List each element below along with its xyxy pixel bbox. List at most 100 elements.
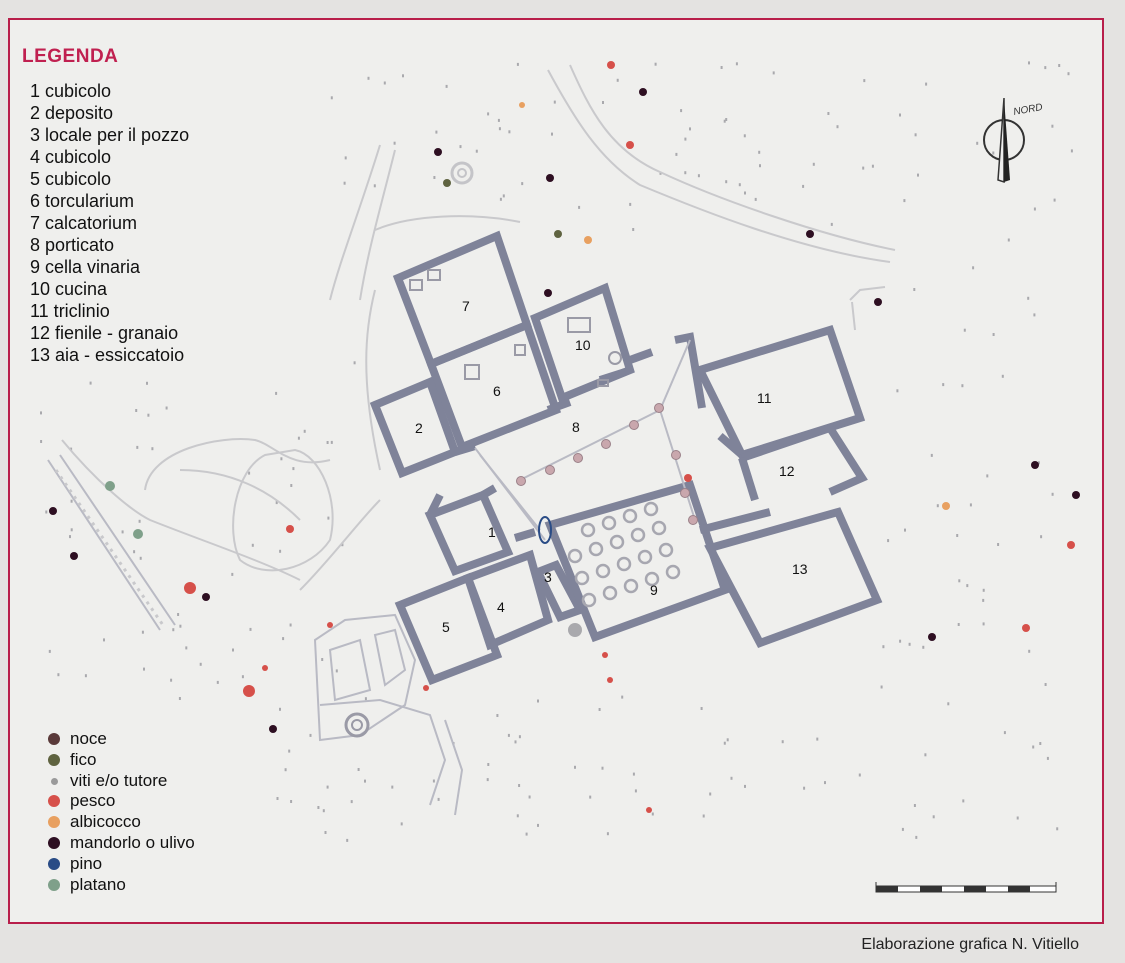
vine-mark: [330, 96, 333, 100]
room-number: 2: [415, 420, 423, 436]
vine-mark: [433, 176, 436, 179]
vine-mark: [553, 100, 556, 104]
vine-mark: [1044, 683, 1047, 686]
vine-mark: [133, 550, 136, 554]
vine-mark: [1056, 827, 1059, 831]
vine-mark: [141, 630, 144, 634]
vine-mark: [743, 134, 746, 138]
tree-legend-label: albicocco: [70, 812, 141, 832]
tree-marker: [105, 481, 115, 491]
vine-marks: [40, 61, 1073, 842]
vine-mark: [437, 797, 440, 801]
vine-mark: [1028, 649, 1031, 653]
vine-mark: [383, 81, 386, 85]
room-legend-item: 3 locale per il pozzo: [30, 125, 190, 145]
tree-legend-label: viti e/o tutore: [70, 770, 168, 790]
vine-mark: [48, 649, 51, 653]
column-marker: [601, 439, 611, 449]
vine-mark: [69, 535, 71, 539]
vine-mark: [735, 62, 738, 66]
vine-mark: [914, 133, 917, 137]
vine-mark: [578, 205, 581, 209]
tree-dot-icon: [48, 795, 60, 808]
vine-mark: [249, 627, 252, 631]
vine-mark: [882, 645, 885, 649]
graphic-credit: Elaborazione grafica N. Vitiello: [861, 936, 1079, 953]
vine-mark: [216, 680, 219, 684]
vine-mark: [802, 184, 805, 188]
vine-mark: [730, 776, 733, 780]
vine-mark: [317, 806, 320, 809]
vine-mark: [89, 381, 92, 385]
vine-mark: [459, 145, 462, 149]
dolium-marker: [616, 556, 632, 572]
vine-mark: [720, 66, 723, 69]
vine-mark: [326, 441, 329, 444]
vine-mark: [143, 667, 145, 671]
vine-mark: [537, 699, 539, 703]
vine-mark: [303, 429, 306, 433]
room-legend-item: 9 cella vinaria: [30, 257, 141, 277]
vine-mark: [280, 457, 283, 461]
tree-marker: [1072, 491, 1080, 499]
dolium-marker: [623, 578, 639, 594]
vine-mark: [700, 707, 703, 710]
vine-mark: [151, 447, 154, 451]
vine-mark: [350, 800, 353, 804]
dolium-marker: [630, 527, 646, 543]
vine-mark: [1032, 745, 1035, 749]
column-marker: [516, 476, 526, 486]
vine-mark: [961, 384, 964, 388]
vine-mark: [930, 453, 933, 457]
vine-mark: [982, 588, 985, 592]
tree-marker: [874, 298, 882, 306]
vine-mark: [880, 685, 883, 689]
vine-mark: [288, 749, 291, 753]
vine-mark: [986, 474, 989, 478]
vine-mark: [297, 436, 300, 440]
vine-mark: [518, 735, 521, 739]
vine-mark: [616, 78, 619, 82]
room-legend-item: 1 cubicolo: [30, 81, 112, 101]
tree-marker: [806, 230, 814, 238]
vine-mark: [497, 118, 500, 122]
tree-marker: [434, 148, 442, 156]
tree-legend-item: noce: [46, 729, 195, 750]
vine-mark: [135, 409, 138, 412]
vine-mark: [353, 361, 356, 365]
tree-legend-item: viti e/o tutore: [46, 771, 195, 792]
tree-markers: [49, 61, 1080, 813]
vine-mark: [1053, 198, 1056, 202]
room-number: 5: [442, 619, 450, 635]
dolium-marker: [567, 548, 583, 564]
vine-mark: [178, 697, 181, 700]
column-marker: [629, 420, 639, 430]
vine-mark: [1027, 296, 1030, 300]
vine-mark: [330, 440, 333, 444]
tree-marker: [602, 652, 608, 658]
vine-mark: [574, 765, 576, 769]
vine-mark: [601, 766, 604, 770]
vine-mark: [654, 62, 657, 66]
tree-marker: [443, 179, 451, 187]
tree-legend-label: noce: [70, 729, 107, 748]
column-marker: [688, 515, 698, 525]
vine-mark: [992, 333, 995, 336]
vine-mark: [121, 530, 124, 534]
porticus: [474, 339, 696, 541]
vine-mark: [1028, 61, 1030, 65]
vine-mark: [922, 645, 925, 649]
vine-mark: [537, 823, 539, 827]
vine-mark: [781, 740, 784, 744]
vine-mark: [915, 835, 918, 839]
room-number: 6: [493, 383, 501, 399]
dolium-marker: [622, 508, 638, 524]
dolium-marker: [658, 542, 674, 558]
vine-mark: [40, 440, 43, 443]
vine-mark: [528, 795, 531, 799]
vine-mark: [958, 579, 961, 583]
tree-marker: [49, 507, 57, 515]
vine-mark: [1033, 313, 1036, 317]
dolium-marker: [643, 501, 659, 517]
